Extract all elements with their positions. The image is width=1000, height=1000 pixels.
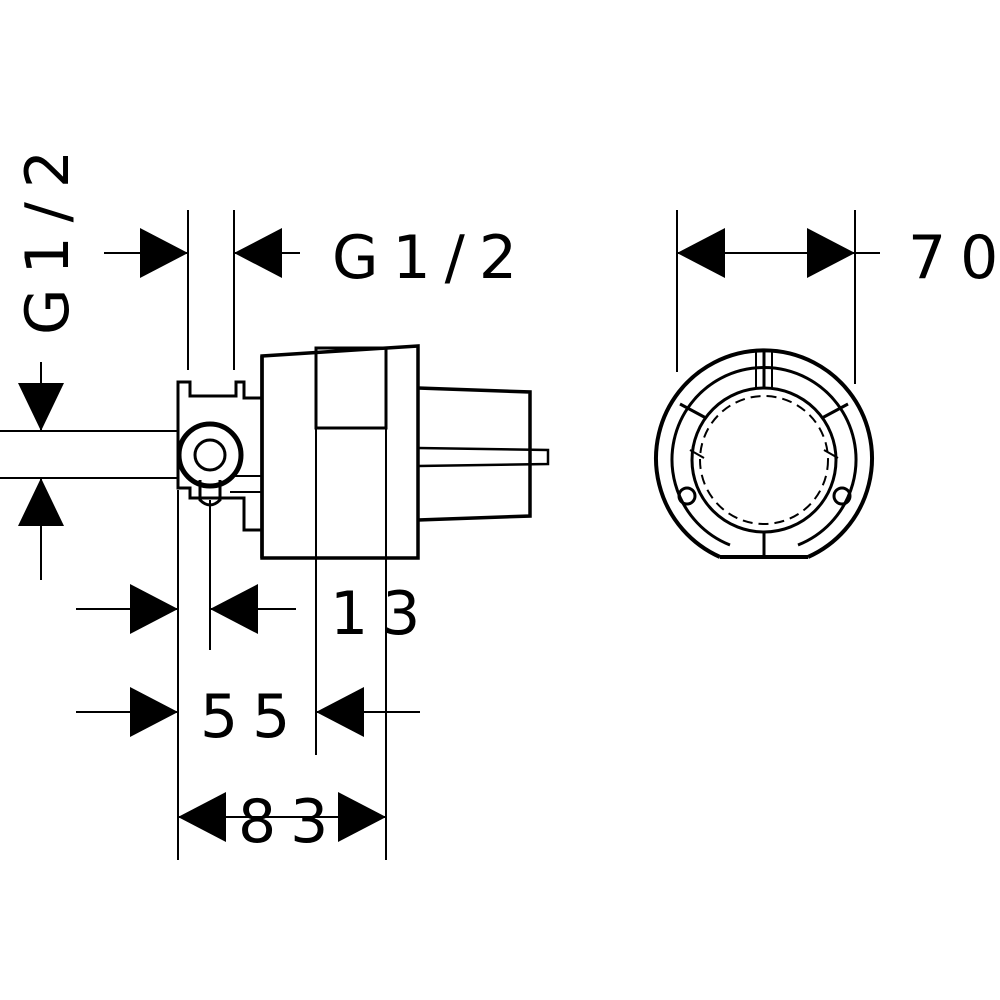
outer-sleeve [417,386,532,522]
arrowheads [18,228,855,842]
front-inner-ring [690,386,838,534]
arrowhead [807,228,855,278]
arrowhead [140,228,188,278]
dim-label-70: 70 [908,223,1000,293]
cartridge-window [314,346,388,430]
arrowhead [130,687,178,737]
dim-label-55: 55 [200,682,304,752]
valve-body [260,344,420,560]
side-view [176,344,550,560]
arrowhead [338,792,386,842]
arrowhead [316,687,364,737]
dim-label-83: 83 [238,787,342,857]
arrowhead [234,228,282,278]
dim-70-lines [676,210,880,384]
stem-pin [417,446,550,468]
dim-label-13: 13 [330,579,434,649]
screw-left [677,486,697,506]
dim-label-g-horizontal: G1/2 [332,223,531,293]
arrowhead [130,584,178,634]
arrowhead [178,792,226,842]
dim-label-g-vertical: G1/2 [13,136,83,335]
mounting-bracket [176,380,264,532]
arrowhead [18,478,64,526]
inlet-ring [176,421,244,489]
arrowhead [18,383,64,431]
arrowhead [677,228,725,278]
arrowhead [210,584,258,634]
front-view [654,348,874,559]
screw-right [832,486,852,506]
inlet-bore [193,438,227,472]
